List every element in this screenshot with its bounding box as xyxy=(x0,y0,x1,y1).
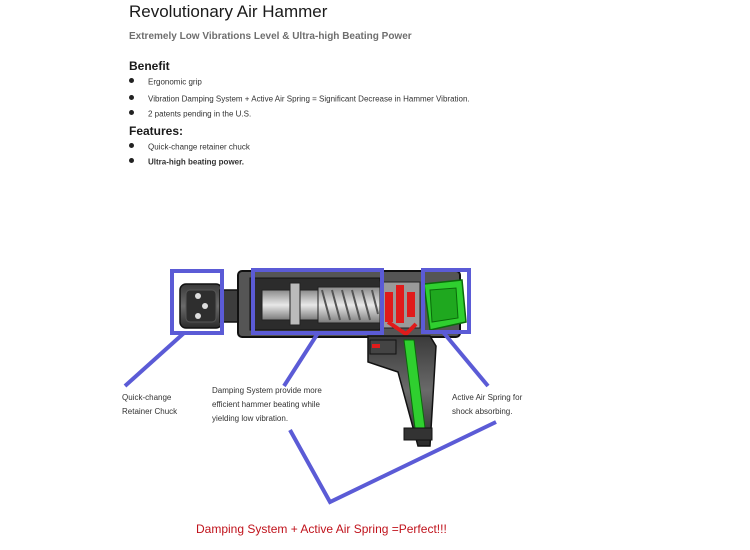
damping-leader xyxy=(282,331,320,388)
pistol-grip xyxy=(367,335,437,447)
tagline: Damping System + Active Air Spring =Perf… xyxy=(196,522,447,536)
bullet-icon xyxy=(129,143,134,149)
benefit-item: Vibration Damping System + Active Air Sp… xyxy=(129,94,470,103)
leader-lines xyxy=(123,330,497,505)
retainer-chuck xyxy=(179,283,223,329)
active-air-spring xyxy=(423,279,467,331)
damping-callout: Damping System provide more efficient ha… xyxy=(212,386,322,423)
bullet-icon xyxy=(129,95,134,101)
spring-leader xyxy=(441,330,490,388)
page-title: Revolutionary Air Hammer xyxy=(129,2,328,21)
damping-system-internals xyxy=(261,282,381,326)
chuck-highlight xyxy=(170,269,224,335)
air-valve xyxy=(379,281,421,337)
bullet-icon xyxy=(129,158,134,164)
bullet-icon xyxy=(129,78,134,84)
bullet-icon xyxy=(129,110,134,116)
features-heading: Features: xyxy=(129,124,184,138)
benefit-heading: Benefit xyxy=(129,59,170,73)
feature-item: Ultra-high beating power. xyxy=(129,157,244,166)
spring-callout: Active Air Spring for shock absorbing. xyxy=(452,393,523,416)
feature-item: Quick-change retainer chuck xyxy=(129,142,250,151)
spring-highlight xyxy=(421,268,471,334)
page-subtitle: Extremely Low Vibrations Level & Ultra-h… xyxy=(129,31,412,42)
chuck-leader xyxy=(123,331,186,388)
chuck-callout: Quick-change Retainer Chuck xyxy=(122,393,178,416)
benefit-item: 2 patents pending in the U.S. xyxy=(129,109,251,118)
combination-leader xyxy=(288,420,497,505)
benefit-item: Ergonomic grip xyxy=(129,77,202,86)
